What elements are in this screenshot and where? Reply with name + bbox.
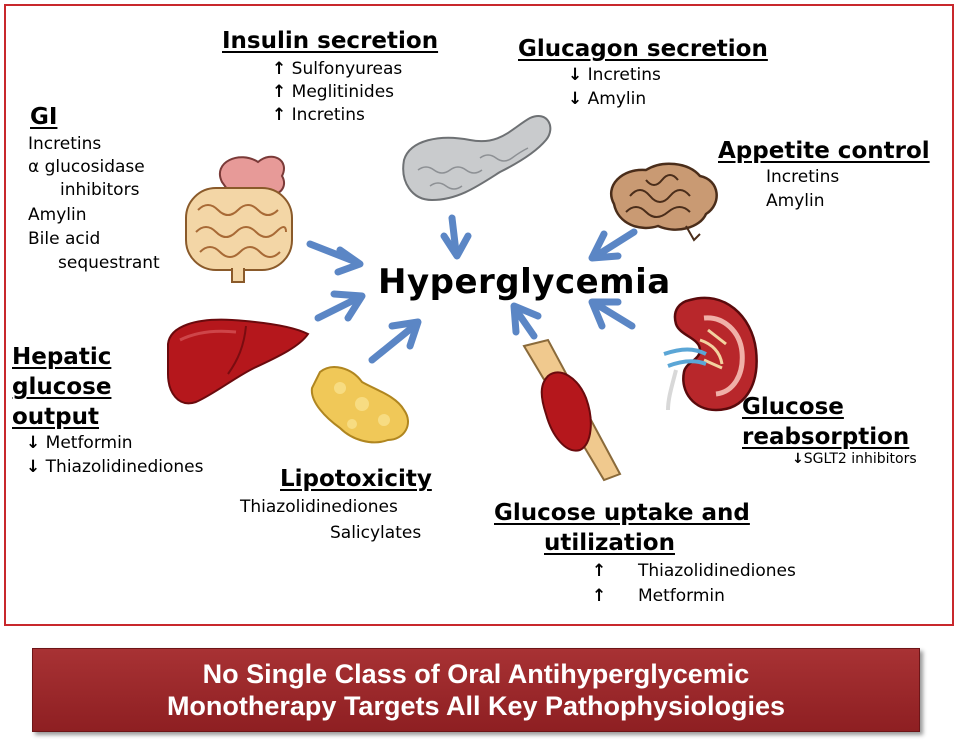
appetite-line: Incretins <box>766 167 840 187</box>
gi-line: α glucosidase <box>28 157 145 177</box>
pathway-arrows <box>306 214 638 364</box>
down-arrow-icon: ↓ <box>568 89 583 109</box>
insulin-secretion-title: Insulin secretion <box>222 28 439 54</box>
hepatic-title: output <box>12 404 100 430</box>
up-arrow-icon: ↑ <box>272 105 287 125</box>
lipotoxicity-title: Lipotoxicity <box>280 466 432 492</box>
arrow-from-gi <box>306 240 364 276</box>
brain-icon <box>609 162 718 242</box>
down-arrow-icon: ↓ <box>26 433 41 453</box>
lipotoxicity-line: Salicylates <box>330 523 422 543</box>
arrow-from-kidney <box>588 298 636 330</box>
liver-icon <box>167 318 310 405</box>
gi-line: sequestrant <box>58 253 160 273</box>
reabsorption-title: Glucose <box>742 394 844 420</box>
up-arrow-icon: ↑ <box>592 561 607 581</box>
insulin-item: ↑ Meglitinides <box>272 82 395 102</box>
down-arrow-icon: ↓ <box>792 451 804 467</box>
hepatic-item: ↓ Metformin <box>26 433 133 453</box>
hepatic-title: glucose <box>12 374 112 400</box>
banner-line-1: No Single Class of Oral Antihyperglycemi… <box>202 659 750 689</box>
reabsorption-title: reabsorption <box>742 424 910 450</box>
reabsorption-item: ↓SGLT2 inhibitors <box>792 451 917 467</box>
insulin-item: ↑ Sulfonyureas <box>272 59 403 79</box>
uptake-title: utilization <box>544 530 675 556</box>
banner-line-2: Monotherapy Targets All Key Pathophysiol… <box>166 691 786 721</box>
intestine-icon <box>185 155 293 283</box>
hepatic-title: Hepatic <box>12 344 112 370</box>
gi-line: Bile acid <box>28 229 101 249</box>
up-arrow-icon: ↑ <box>272 82 287 102</box>
appetite-line: Amylin <box>766 191 825 211</box>
arrow-from-muscle <box>510 302 542 340</box>
appetite-control-title: Appetite control <box>718 138 930 164</box>
glucagon-item: ↓ Incretins <box>568 65 661 85</box>
arrow-from-pancreas <box>440 214 472 260</box>
fat-tissue-icon <box>310 366 409 444</box>
arrow-from-brain <box>588 228 638 262</box>
down-arrow-icon: ↓ <box>568 65 583 85</box>
summary-banner: No Single Class of Oral Antihyperglycemi… <box>32 648 920 732</box>
gi-line: Amylin <box>28 205 87 225</box>
hepatic-item: ↓ Thiazolidinediones <box>26 457 204 477</box>
up-arrow-icon: ↑ <box>592 586 607 606</box>
diagram-frame <box>4 4 954 626</box>
gi-line: inhibitors <box>60 180 140 200</box>
gi-title: GI <box>30 104 58 130</box>
muscle-icon <box>522 338 622 482</box>
uptake-item: ↑Metformin <box>592 586 725 606</box>
gi-line: Incretins <box>28 134 102 154</box>
center-hyperglycemia: Hyperglycemia <box>378 262 671 302</box>
uptake-title: Glucose uptake and <box>494 500 750 526</box>
insulin-item: ↑ Incretins <box>272 105 365 125</box>
down-arrow-icon: ↓ <box>26 457 41 477</box>
glucagon-secretion-title: Glucagon secretion <box>518 36 768 62</box>
kidney-icon <box>663 296 758 412</box>
lipotoxicity-line: Thiazolidinediones <box>240 497 398 517</box>
arrow-from-fat <box>368 318 422 364</box>
arrow-from-liver <box>314 290 366 322</box>
pancreas-icon <box>402 115 552 202</box>
up-arrow-icon: ↑ <box>272 59 287 79</box>
glucagon-item: ↓ Amylin <box>568 89 647 109</box>
uptake-item: ↑Thiazolidinediones <box>592 561 796 581</box>
